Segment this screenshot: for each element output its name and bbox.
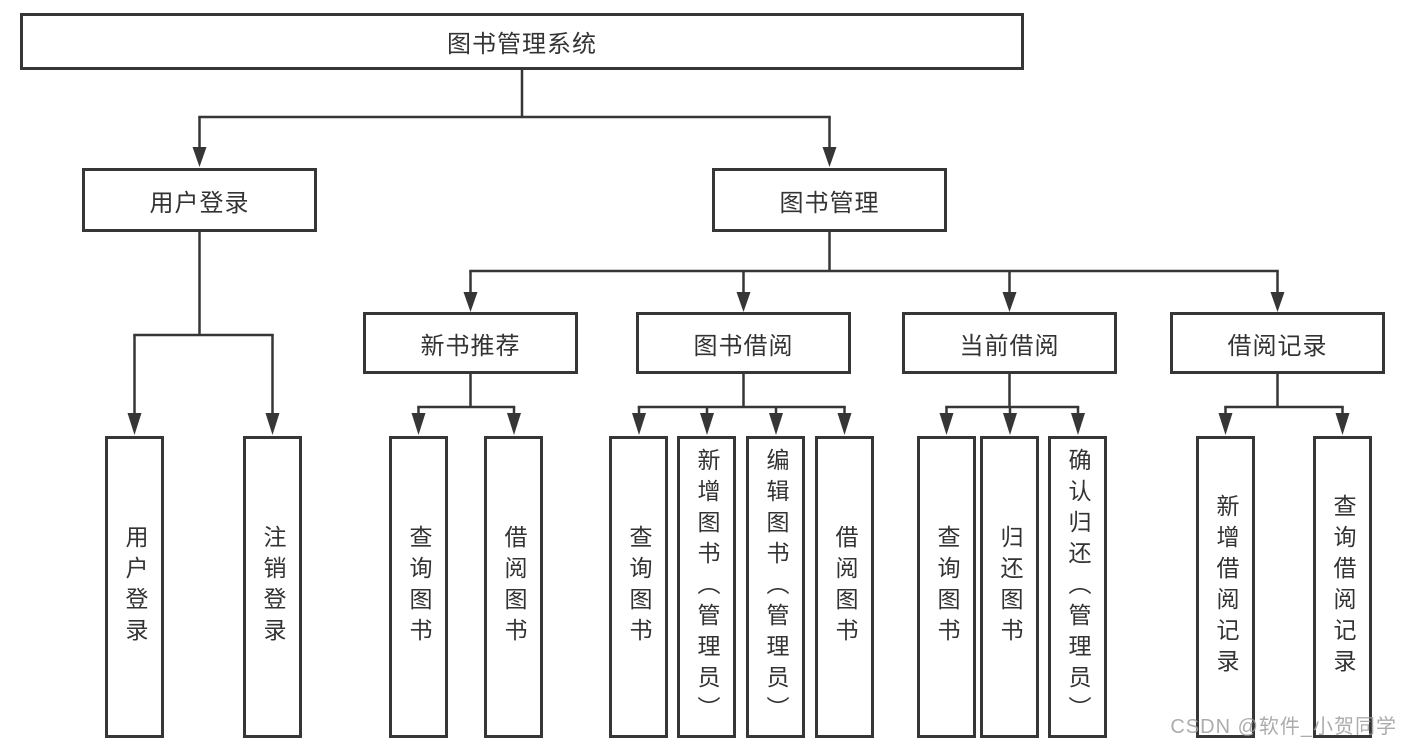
leaf-query-books-recommend-label: 查询图书 <box>406 525 432 649</box>
leaf-add-borrow-record: 新增借阅记录 <box>1196 436 1255 738</box>
node-root: 图书管理系统 <box>20 13 1024 70</box>
leaf-query-books-recommend: 查询图书 <box>389 436 448 738</box>
leaf-user-login: 用户登录 <box>105 436 164 738</box>
connector-current-borrowing-to-leaves <box>939 374 1085 435</box>
watermark: CSDN @软件_小贺同学 <box>1170 716 1397 738</box>
leaf-edit-book-admin-label: 编辑图书（管理员） <box>763 447 789 727</box>
leaf-add-borrow-record-label: 新增借阅记录 <box>1213 494 1239 680</box>
node-user-login: 用户登录 <box>82 168 317 232</box>
connector-new-book-recommend-to-leaves <box>411 374 521 435</box>
leaf-borrow-books-recommend: 借阅图书 <box>484 436 543 738</box>
connector-book-borrowing-to-leaves <box>632 374 852 435</box>
node-new-book-recommend: 新书推荐 <box>363 312 578 374</box>
leaf-borrow-books-recommend-label: 借阅图书 <box>501 525 527 649</box>
leaf-query-borrow-record-label: 查询借阅记录 <box>1330 494 1356 680</box>
leaf-add-book-admin-label: 新增图书（管理员） <box>694 447 720 727</box>
connector-user-login-to-leaves <box>127 232 280 435</box>
leaf-return-books: 归还图书 <box>980 436 1039 738</box>
node-root-label: 图书管理系统 <box>447 31 597 58</box>
node-current-borrowing-label: 当前借阅 <box>959 332 1060 360</box>
node-borrow-records-label: 借阅记录 <box>1227 332 1328 360</box>
connector-root-to-level2 <box>192 70 837 167</box>
leaf-query-borrow-record: 查询借阅记录 <box>1313 436 1372 738</box>
leaf-add-book-admin: 新增图书（管理员） <box>677 436 736 738</box>
node-book-borrowing-label: 图书借阅 <box>693 332 794 360</box>
leaf-query-books-borrowing-label: 查询图书 <box>626 525 652 649</box>
node-book-management: 图书管理 <box>712 168 947 232</box>
node-current-borrowing: 当前借阅 <box>902 312 1117 374</box>
leaf-edit-book-admin: 编辑图书（管理员） <box>746 436 805 738</box>
leaf-user-login-label: 用户登录 <box>122 525 148 649</box>
node-new-book-recommend-label: 新书推荐 <box>420 332 521 360</box>
leaf-query-books-current-label: 查询图书 <box>934 525 960 649</box>
node-book-borrowing: 图书借阅 <box>636 312 851 374</box>
leaf-query-books-current: 查询图书 <box>917 436 976 738</box>
leaf-logout: 注销登录 <box>243 436 302 738</box>
leaf-borrow-books-borrowing: 借阅图书 <box>815 436 874 738</box>
connector-borrow-records-to-leaves <box>1218 374 1350 435</box>
leaf-query-books-borrowing: 查询图书 <box>609 436 668 738</box>
node-user-login-label: 用户登录 <box>149 189 250 217</box>
connector-book-management-to-level3 <box>463 232 1285 312</box>
leaf-borrow-books-borrowing-label: 借阅图书 <box>832 525 858 649</box>
node-borrow-records: 借阅记录 <box>1170 312 1385 374</box>
leaf-logout-label: 注销登录 <box>260 525 286 649</box>
node-book-management-label: 图书管理 <box>779 189 880 217</box>
leaf-confirm-return-admin-label: 确认归还（管理员） <box>1065 447 1091 727</box>
leaf-return-books-label: 归还图书 <box>997 525 1023 649</box>
leaf-confirm-return-admin: 确认归还（管理员） <box>1048 436 1107 738</box>
